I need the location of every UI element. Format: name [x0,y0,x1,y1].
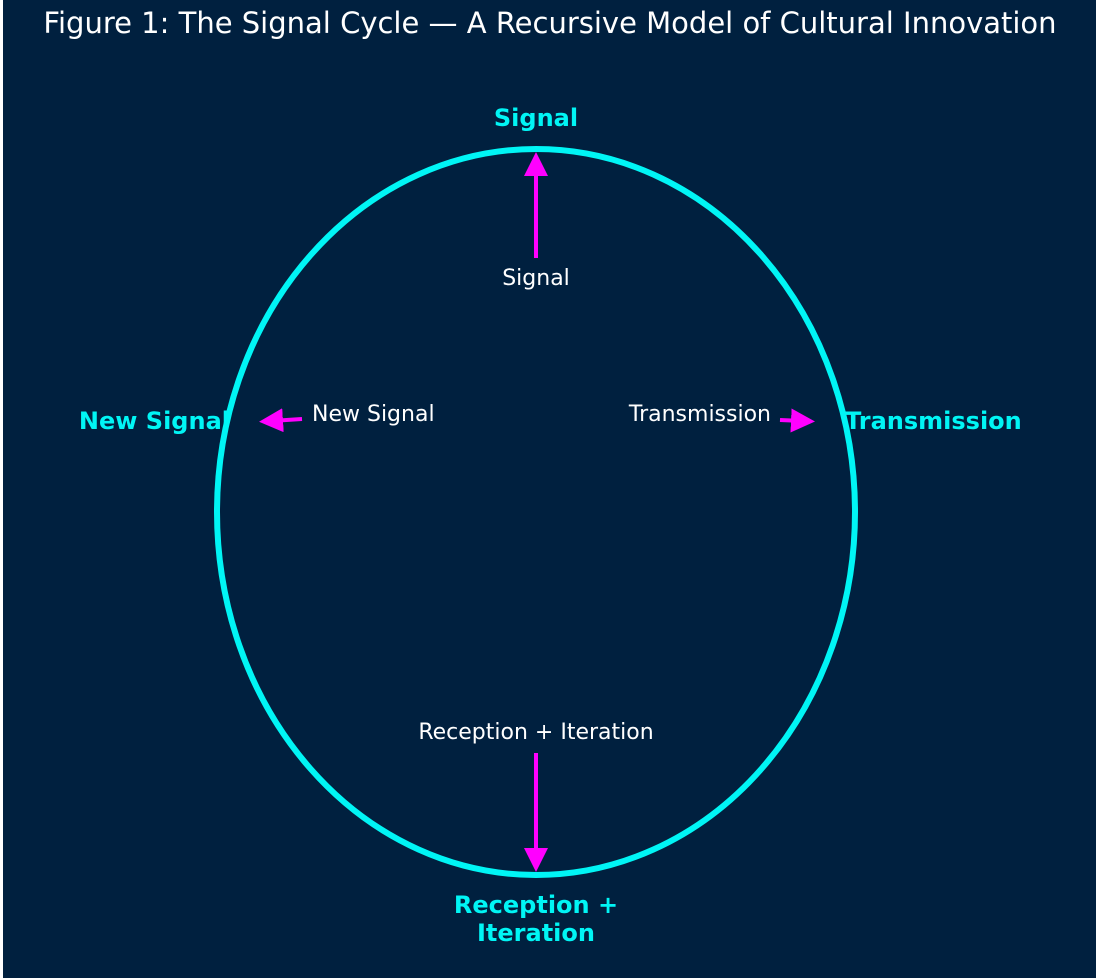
figure-title: Figure 1: The Signal Cycle — A Recursive… [43,6,1056,40]
figure-background [3,0,1096,978]
outer-label-new-signal: New Signal [79,407,230,435]
inner-label-transmission: Transmission [628,402,771,427]
arrow-to-transmission [779,408,815,433]
outer-label-transmission: Transmission [845,407,1022,435]
inner-label-reception-iteration: Reception + Iteration [418,720,653,745]
cycle-ellipse [214,146,858,878]
inner-label-signal: Signal [502,266,570,291]
inner-label-new-signal: New Signal [312,402,435,427]
outer-label-signal: Signal [494,104,578,132]
outer-label-reception-line2: Iteration [477,919,595,947]
arrow-to-new-signal [259,408,303,433]
outer-label-reception-line1: Reception + [454,891,618,919]
